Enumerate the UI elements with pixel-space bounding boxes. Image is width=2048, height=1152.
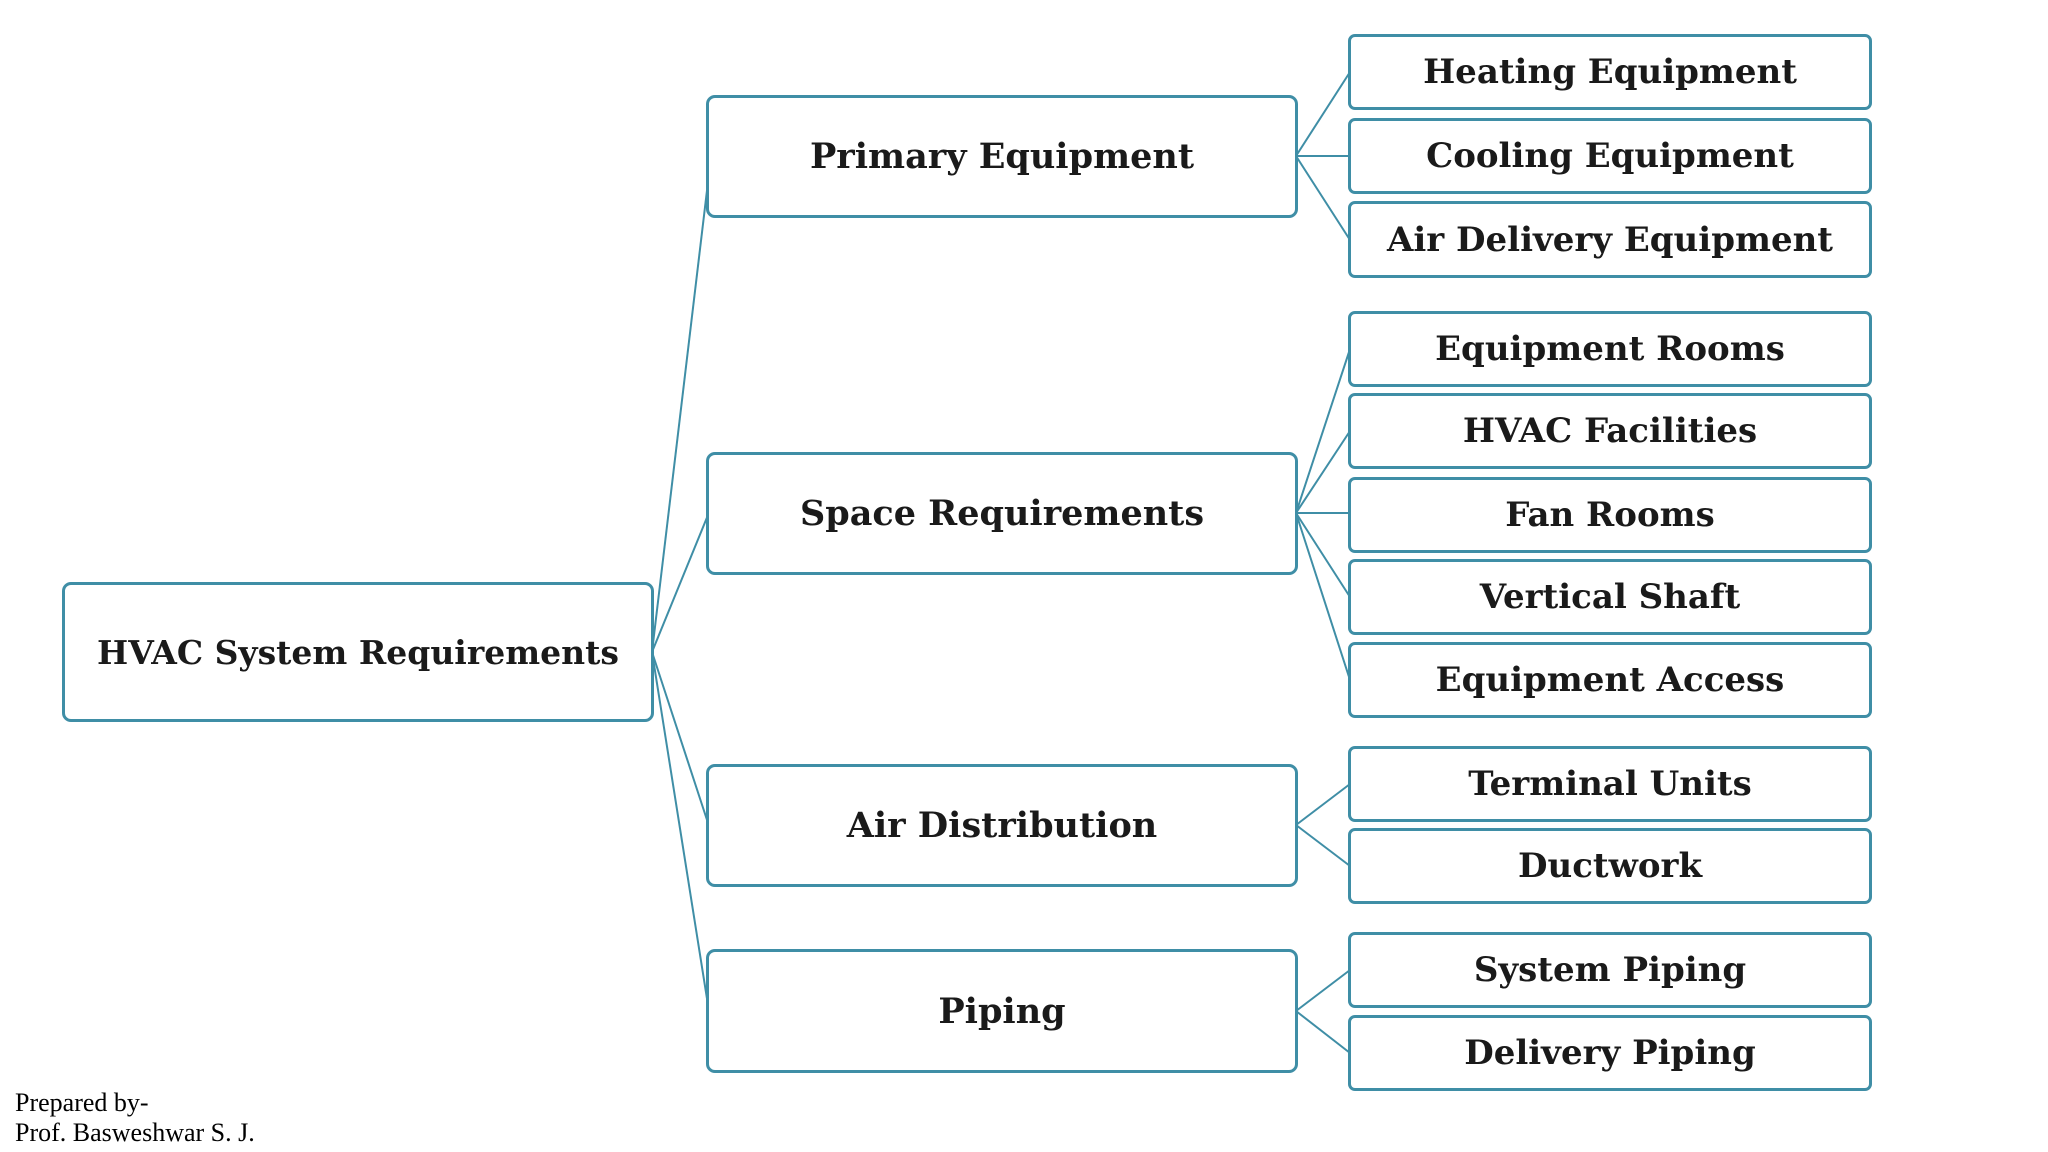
category-primary-equipment: Primary Equipment: [706, 95, 1298, 218]
leaf-equipment-rooms: Equipment Rooms: [1348, 311, 1872, 387]
connector-space-shaft: [1295, 512, 1351, 598]
connector-root-space: [651, 514, 709, 653]
author-credit-line-1: Prepared by-: [15, 1088, 149, 1117]
leaf-system-piping: System Piping: [1348, 932, 1872, 1008]
connector-root-primary: [651, 181, 709, 653]
leaf-vertical-shaft: Vertical Shaft: [1348, 559, 1872, 635]
category-space-requirements: Space Requirements: [706, 452, 1298, 575]
leaf-air-delivery-equipment: Air Delivery Equipment: [1348, 201, 1872, 278]
leaf-terminal-units: Terminal Units: [1348, 746, 1872, 822]
connector-space-rooms: [1295, 348, 1351, 514]
connector-root-air: [651, 651, 709, 824]
leaf-delivery-piping: Delivery Piping: [1348, 1015, 1872, 1091]
connector-air-ductwork: [1295, 824, 1351, 867]
leaf-equipment-access: Equipment Access: [1348, 642, 1872, 718]
connector-primary-heating: [1295, 71, 1351, 157]
leaf-hvac-facilities: HVAC Facilities: [1348, 393, 1872, 469]
connector-piping-system: [1295, 969, 1351, 1012]
leaf-cooling-equipment: Cooling Equipment: [1348, 118, 1872, 194]
author-credit: Prepared by- Prof. Basweshwar S. J.: [15, 1088, 255, 1148]
connector-root-piping: [651, 651, 709, 1006]
category-air-distribution: Air Distribution: [706, 764, 1298, 887]
connector-space-access: [1295, 512, 1351, 681]
author-credit-line-2: Prof. Basweshwar S. J.: [15, 1118, 255, 1147]
category-piping: Piping: [706, 949, 1298, 1073]
connector-piping-delivery: [1295, 1010, 1351, 1054]
leaf-fan-rooms: Fan Rooms: [1348, 477, 1872, 553]
leaf-ductwork: Ductwork: [1348, 828, 1872, 904]
connector-primary-airdelivery: [1295, 155, 1351, 241]
leaf-heating-equipment: Heating Equipment: [1348, 34, 1872, 110]
connector-space-facilities: [1295, 430, 1351, 514]
connector-air-terminal: [1295, 783, 1351, 826]
root-node: HVAC System Requirements: [62, 582, 654, 722]
